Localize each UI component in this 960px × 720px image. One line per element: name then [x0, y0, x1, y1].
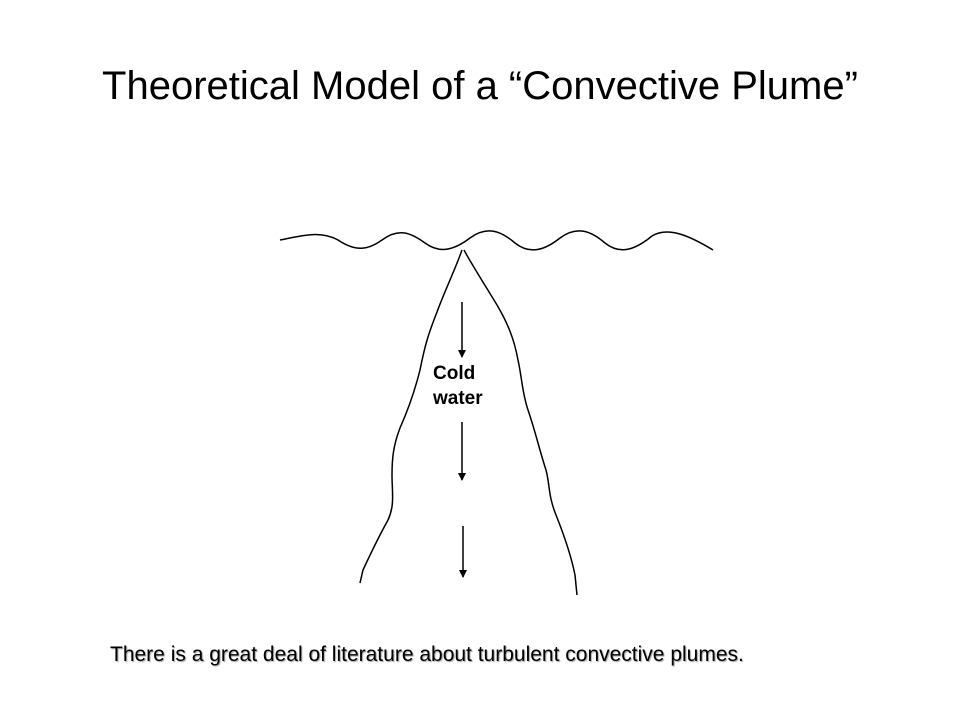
- plume-left-boundary: [359, 249, 463, 584]
- cold-water-label-line2: water: [433, 388, 483, 409]
- water-surface-wave: [279, 230, 714, 251]
- slide-title: Theoretical Model of a “Convective Plume…: [102, 64, 858, 108]
- slide-caption: There is a great deal of literature abou…: [110, 643, 744, 666]
- cold-water-label-line1: Cold: [433, 363, 476, 384]
- plume-right-boundary: [463, 249, 578, 596]
- cold-water-label: Cold water: [433, 361, 483, 411]
